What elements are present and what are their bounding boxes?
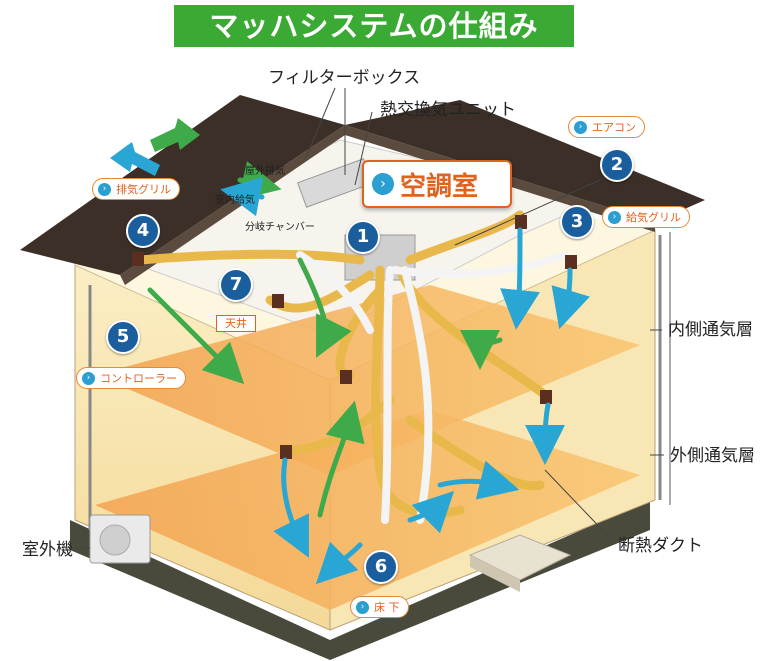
supply-big-arrow [110, 142, 160, 176]
label-heat-exchanger: 熱交換気ユニット [380, 100, 516, 120]
page-title: マッハシステムの仕組み [174, 5, 574, 47]
chevron-right-icon: › [608, 210, 621, 224]
chevron-right-icon: › [98, 182, 111, 196]
chevron-right-icon: › [356, 600, 369, 614]
badge-7: 7 [219, 268, 253, 302]
label-supply-in: 室内給気 [215, 195, 255, 206]
badge-1: 1 [346, 220, 380, 254]
tag-aircon: › エアコン [568, 116, 645, 138]
label-inner-vent: 内側通気層 [668, 320, 753, 340]
tag-underfloor: › 床 下 [350, 596, 409, 618]
first-floor [95, 410, 640, 610]
label-filter-box: フィルターボックス [268, 68, 421, 88]
ground-base [70, 500, 650, 660]
badge-5: 5 [106, 320, 140, 354]
chevron-right-icon: › [574, 120, 587, 134]
label-outdoor-unit: 室外機 [22, 540, 73, 560]
aircon-room-label: 空調室 [400, 171, 479, 202]
label-outer-vent: 外側通気層 [670, 446, 755, 466]
aircon-room-callout: › 空調室 [362, 160, 512, 208]
badge-6: 6 [364, 550, 398, 584]
airflow-arrows [147, 161, 590, 585]
badge-2: 2 [600, 148, 634, 182]
badge-3: 3 [560, 205, 594, 239]
tag-ceiling: 天井 [216, 315, 256, 332]
tag-exhaust-grill: › 排気グリル [92, 178, 180, 200]
exhaust-big-arrow [150, 118, 200, 152]
second-floor [95, 285, 640, 475]
label-insulated-duct: 断熱ダクト [618, 536, 703, 556]
chevron-right-icon: › [372, 173, 394, 195]
white-ducts [296, 251, 569, 524]
badge-4: 4 [126, 214, 160, 248]
chevron-right-icon: › [82, 371, 95, 385]
tag-supply-grill: › 給気グリル [602, 206, 690, 228]
label-exhaust-out: 屋外排気 [245, 166, 285, 177]
roof [20, 95, 345, 275]
roof-right [345, 100, 705, 222]
label-branch-chamber: 分岐チャンバー [245, 222, 315, 233]
tag-controller: › コントローラー [76, 367, 186, 389]
